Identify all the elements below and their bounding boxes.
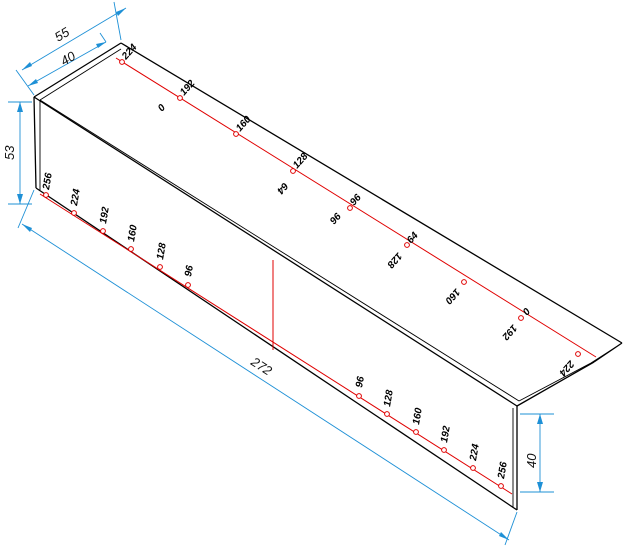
hole bbox=[441, 447, 447, 453]
hole-label: 224 bbox=[556, 357, 576, 378]
hole bbox=[356, 393, 362, 399]
hole-label: 96 bbox=[354, 375, 367, 388]
hole-label: 224 bbox=[69, 188, 83, 208]
hole bbox=[347, 205, 353, 211]
hole-label: 160 bbox=[442, 286, 462, 306]
top-lower-labels: 0 64 96 128 160 192 224 bbox=[156, 102, 577, 378]
hole bbox=[384, 411, 390, 417]
part-outline bbox=[33, 42, 623, 511]
hole bbox=[498, 483, 504, 489]
hole-label: 192 bbox=[439, 425, 453, 444]
dimension-40-top bbox=[27, 32, 107, 87]
dimension-55 bbox=[15, 1, 127, 96]
front-right-labels: 96 128 160 192 224 256 bbox=[354, 375, 510, 480]
hole bbox=[404, 242, 410, 248]
hole bbox=[461, 279, 467, 285]
hole-label: 192 bbox=[98, 206, 112, 225]
hole bbox=[119, 59, 125, 65]
hole bbox=[185, 282, 191, 288]
dimension-40-flange bbox=[520, 413, 554, 493]
hole-label: 128 bbox=[291, 151, 311, 171]
hole bbox=[128, 246, 134, 252]
hole bbox=[100, 228, 106, 234]
hole-label: 128 bbox=[382, 389, 396, 408]
hole-label: 160 bbox=[411, 407, 425, 426]
hole-label: 256 bbox=[41, 172, 55, 192]
dimension-53 bbox=[8, 101, 32, 205]
hole-label: 128 bbox=[384, 250, 404, 270]
hole-label: 96 bbox=[183, 264, 196, 277]
hole bbox=[290, 168, 296, 174]
hole-label: 192 bbox=[178, 78, 198, 98]
hole-label: 0 bbox=[521, 306, 533, 318]
front-left-labels: 256 224 192 160 128 96 bbox=[41, 172, 196, 278]
dim-272-label: 272 bbox=[248, 353, 276, 378]
dim-40-top-label: 40 bbox=[58, 48, 79, 69]
hole bbox=[177, 95, 183, 101]
hole bbox=[43, 192, 49, 198]
hole-label: 64 bbox=[274, 180, 290, 196]
hole-label: 192 bbox=[499, 322, 519, 342]
hole-label: 128 bbox=[155, 242, 169, 261]
hole bbox=[575, 351, 581, 357]
front-face-holes bbox=[43, 192, 504, 489]
hole bbox=[470, 465, 476, 471]
hole bbox=[233, 131, 239, 137]
hole bbox=[157, 264, 163, 270]
dim-40-flange-label: 40 bbox=[524, 453, 539, 468]
hole-centerlines bbox=[39, 57, 597, 495]
hole bbox=[71, 210, 77, 216]
dim-53-label: 53 bbox=[2, 145, 17, 160]
hole-label: 0 bbox=[156, 102, 168, 114]
hole bbox=[518, 315, 524, 321]
hole-label: 160 bbox=[234, 114, 254, 134]
dimension-272 bbox=[17, 189, 518, 546]
top-flange-holes bbox=[119, 59, 581, 357]
hole-label: 160 bbox=[126, 224, 140, 243]
hole-label: 256 bbox=[496, 461, 510, 481]
hole-label: 224 bbox=[468, 443, 482, 463]
top-upper-labels: 224 192 160 128 96 64 0 bbox=[119, 42, 533, 318]
hole-label: 96 bbox=[328, 211, 344, 227]
hole bbox=[413, 429, 419, 435]
